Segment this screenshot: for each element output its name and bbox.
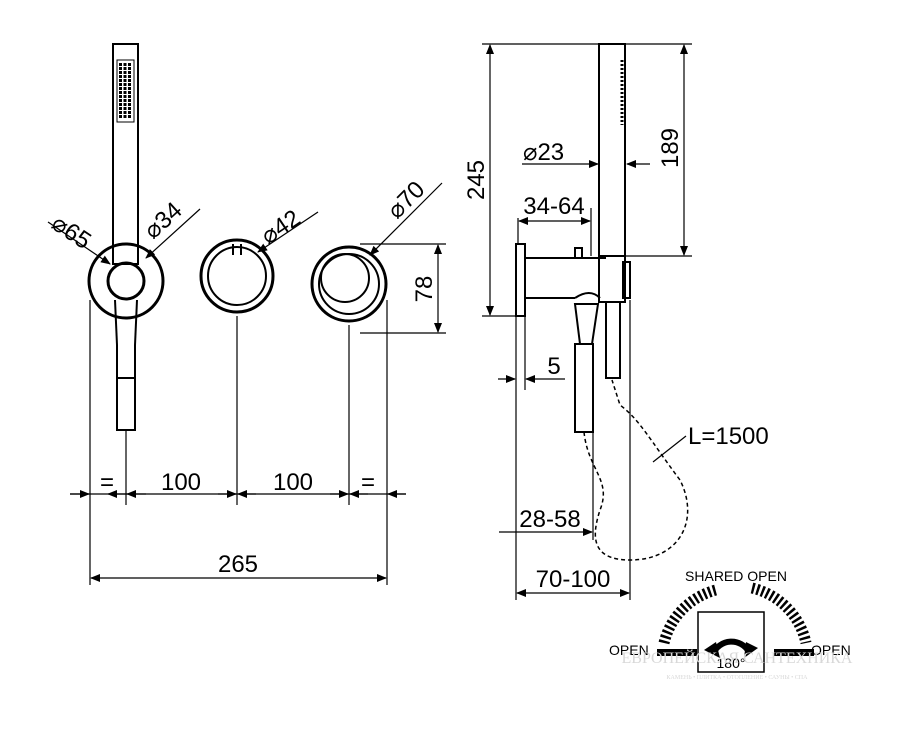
nozzle-dot [119,87,122,90]
nozzle-dot [119,91,122,94]
nozzle-dot [128,111,131,114]
watermark: ЕВРОПЕЙСКАЯ САНТЕХНИКА КАМЕНЬ • ПЛИТКА •… [622,648,853,681]
nozzle-dot [128,75,131,78]
dim-depth-70-100: 70-100 [536,566,611,593]
nozzle-dot [123,87,127,90]
rotate-180-icon [704,638,758,658]
nozzle-dot [119,75,122,78]
nozzle-dot [119,79,122,82]
dim-height-245: 245 [463,160,490,200]
nozzle-dot [128,91,131,94]
dim-depth-34-64: 34-64 [523,193,584,220]
shower-nozzles [119,63,131,118]
wall-flange [515,243,526,317]
nozzle-dot [128,79,131,82]
dim-height-78: 78 [411,276,438,303]
nozzle-dot [123,75,127,78]
shower-hose [583,379,689,561]
nozzle-dot [128,107,131,110]
nozzle-dot [119,103,122,106]
dim-eq-right: = [361,469,375,496]
nozzle-dot [128,99,131,102]
rotation-angle: 180° [717,655,746,671]
nozzle-dot [128,115,131,118]
dim-eq-left: = [100,469,114,496]
shower-holder-plate [87,242,165,320]
nozzle-dot [119,83,122,86]
nozzle-dot [123,91,127,94]
nozzle-dot [119,107,122,110]
nozzle-dot [128,87,131,90]
open-label-left: OPEN [609,642,649,658]
dim-offset-5: 5 [547,353,560,380]
dim-spacing-1: 100 [161,469,201,496]
dim-dia-23: ⌀23 [523,139,564,166]
nozzle-dot [119,111,122,114]
nozzle-dot [123,83,127,86]
shower-handle-side [573,303,600,433]
nozzle-dot [119,99,122,102]
nozzle-dot [119,63,122,66]
dim-depth-28-58: 28-58 [519,506,580,533]
dim-dia-42: ⌀42 [256,205,305,250]
nozzle-dot [123,79,127,82]
nozzle-dot [123,99,127,102]
dim-dia-65: ⌀65 [47,210,96,255]
nozzle-dot [128,83,131,86]
hand-shower-front [112,43,139,265]
nozzle-dot [123,111,127,114]
nozzle-dot [123,95,127,98]
mixer-knob [310,245,388,323]
nozzle-dot [123,63,127,66]
nozzle-dot [128,103,131,106]
nozzle-dot [123,103,127,106]
nozzle-dot [123,115,127,118]
nozzle-dot [128,67,131,70]
nozzle-dot [128,71,131,74]
front-view: = 100 100 = 265 ⌀65 ⌀34 ⌀42 ⌀70 78 [47,43,446,585]
nozzle-dot [119,115,122,118]
dim-dia-34: ⌀34 [139,197,188,245]
nozzle-dot [123,67,127,70]
valve-body-side [525,247,606,299]
dim-overall-width: 265 [218,551,258,578]
hose-length-label: L=1500 [688,423,769,450]
shower-holder-ring [106,261,146,301]
side-view: 245 189 ⌀23 34-64 5 L=1500 28-58 70-100 [463,43,769,600]
open-bar-left [657,649,697,656]
dim-height-189: 189 [657,128,684,168]
shared-open-label: SHARED OPEN [685,568,787,584]
rotation-diagram: SHARED OPEN OPEN OPEN 180° [609,568,851,673]
open-bar-right [774,649,814,656]
nozzle-dot [123,71,127,74]
open-arc-right [750,582,812,645]
nozzle-dot [123,107,127,110]
nozzle-dot [119,95,122,98]
nozzle-dot [128,95,131,98]
watermark-main: ЕВРОПЕЙСКАЯ САНТЕХНИКА [622,648,853,667]
dim-dia-70: ⌀70 [382,176,430,224]
diverter-knob [199,238,275,314]
nozzle-dot [119,67,122,70]
nozzle-dot [119,71,122,74]
dim-spacing-2: 100 [273,469,313,496]
hand-shower-side [598,43,631,379]
open-label-right: OPEN [811,642,851,658]
watermark-sub: КАМЕНЬ • ПЛИТКА • ОТОПЛЕНИЕ • САУНЫ • СП… [667,675,809,681]
nozzle-dot [128,63,131,66]
